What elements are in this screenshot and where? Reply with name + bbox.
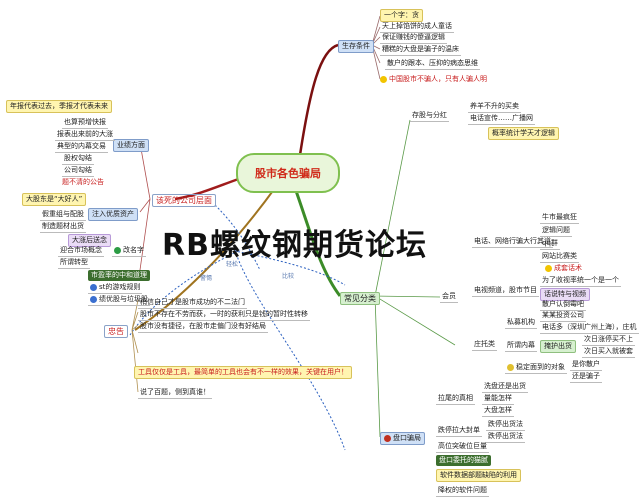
survival-item: 糟糕的大盘是骗子的温床 <box>380 45 461 56</box>
member-item: 牛市最疯狂 <box>540 213 579 224</box>
tv-item: 散户认倒霉吧 <box>540 300 586 311</box>
dotted-link-1 <box>214 204 261 271</box>
zhuang-item: 所谓内幕 <box>505 341 537 352</box>
connector-advice <box>134 187 276 331</box>
disk-item: 拉尾的真相 <box>436 394 475 405</box>
disk-item: 软件数据部题缺陷的利用 <box>436 469 521 482</box>
branch-common[interactable]: 常见分类 <box>340 292 380 305</box>
connector-survival <box>298 43 339 156</box>
zhuang-item: 还是骗子 <box>570 372 602 383</box>
inject-item: 假重组与配股 <box>40 210 86 221</box>
advice-item: 说了百题，侧到真谁！ <box>138 388 212 399</box>
sub-pattern[interactable]: 存股与分红 <box>410 111 449 122</box>
perf-item: 题不清的公告 <box>62 178 104 186</box>
listed-note: 年报代表过去，季报才代表未来 <box>6 100 112 113</box>
zhuang-item: 是你散户 <box>570 360 602 371</box>
disk-item: 降权的软件问题 <box>436 486 489 497</box>
branch-advice[interactable]: 忠告 <box>104 325 128 338</box>
survival-item: 散户的跟本、压抑的病态思维 <box>385 59 480 70</box>
bottom-item: 绩优股与垃圾股 <box>88 295 150 306</box>
perf-item: 报表出来前的大涨 <box>55 130 115 141</box>
disk-item: 高位突破位巨量 <box>436 442 489 453</box>
disk-item: 盘口委托的猫腻 <box>436 455 491 466</box>
zhuang-item: 某某投资公司 <box>540 311 586 322</box>
bullet-icon <box>90 295 97 303</box>
disk-item: 跌停拉大封单 <box>436 426 482 437</box>
link-label: 轻松 <box>226 261 239 268</box>
link-label: 比较 <box>282 273 295 280</box>
watermark-title: RB螺纹钢期货论坛 <box>162 228 427 263</box>
inject-item: 迎合市场概念 <box>58 246 104 257</box>
advice-item: 股市没有捷径，在股市走偏门没有好结局 <box>138 322 268 333</box>
zhuang-item: 掩护出货 <box>540 340 576 353</box>
tv-item: 话说特与视频 <box>540 288 590 301</box>
dotted-link-3 <box>234 249 346 451</box>
link-label: 警惕 <box>200 275 213 282</box>
sub-zhuang[interactable]: 庄托类 <box>472 340 497 351</box>
advice-item: 股市不存在不劳而获，一时的获利只是钱的暂时性转移 <box>138 310 310 321</box>
star-icon <box>545 264 552 272</box>
member-item: qq群 <box>540 239 560 250</box>
pattern-item: 电话宣传……广播网 <box>468 114 535 125</box>
member-item: 电话、网络行骗大行其道 <box>472 237 553 248</box>
zhuang-item: 稳定面到的对象 <box>505 363 567 374</box>
zhuang-item: 次日买入就被套 <box>582 347 635 358</box>
sub-member[interactable]: 会员 <box>440 292 458 303</box>
advice-item: 工具仅仅是工具，最简单的工具也会有不一样的效果，关键在用户！ <box>134 366 352 379</box>
disk-item: 量能怎样 <box>482 394 514 405</box>
sub-reform: 改名字 <box>112 246 146 257</box>
zhuang-item: 次日涨停买不上 <box>582 335 635 346</box>
pattern-item: 概率统计学天才逻辑 <box>488 127 559 140</box>
pattern-item: 养羊不升的买卖 <box>468 102 521 113</box>
survival-item: 中国股市不骗人，只有人骗人明 <box>380 75 487 84</box>
inject-item: 所谓转型 <box>58 258 90 269</box>
disk-item: 洗盘还是出货 <box>482 382 528 393</box>
member-item: 逻辑问题 <box>540 226 572 237</box>
inject-item: 制造题材出货 <box>40 222 86 233</box>
survival-item: 保证赚钱的傻逼逻辑 <box>380 33 447 44</box>
zhuang-item: 私募机构 <box>505 318 537 329</box>
survival-item: 一个字：贪 <box>380 9 423 22</box>
branch-listed[interactable]: 该死的公司层面 <box>152 194 216 207</box>
bullet-icon <box>90 283 97 291</box>
disk-item: 大盘怎样 <box>482 406 514 417</box>
bulb-icon <box>507 363 514 371</box>
inject-note: 大股东是“大好人” <box>22 193 87 206</box>
perf-item: 公司勾结 <box>62 166 94 177</box>
inject-item: 大涨后送念 <box>68 234 111 247</box>
sub-performance[interactable]: 业绩方面 <box>113 139 149 152</box>
circle-icon <box>114 246 121 254</box>
advice-item: 稍信自己才是股市成功的不二法门 <box>138 298 247 309</box>
tv-item: 为了收视率统一个是一个 <box>540 276 621 287</box>
central-topic[interactable]: 股市各色骗局 <box>236 153 340 193</box>
member-item: 成套话术 <box>545 264 582 273</box>
branch-survival[interactable]: 生存条件 <box>338 40 374 53</box>
flag-icon <box>384 434 391 442</box>
disk-item: 跌停出货法 <box>486 420 525 431</box>
sub-disk[interactable]: 盘口骗局 <box>380 432 425 445</box>
zhuang-item: 电话多（深圳广州上海），庄机 <box>540 323 639 334</box>
sub-inject[interactable]: 注入优质资产 <box>88 208 138 221</box>
dotted-link-2 <box>229 249 346 286</box>
disk-item: 跌停出货法 <box>486 432 525 443</box>
dotted-link-4 <box>129 249 241 336</box>
bottom-item: 市盈率的中和道理 <box>88 270 150 281</box>
survival-item: 天上掉馅饼的成人童话 <box>380 22 454 33</box>
smiley-icon <box>380 75 387 83</box>
connector-common <box>293 187 342 297</box>
member-item: 网站比赛类 <box>540 252 579 263</box>
perf-item: 也算预增快报 <box>62 118 108 129</box>
perf-item: 股权勾结 <box>62 154 94 165</box>
bottom-item: st的游戏规则 <box>88 283 143 294</box>
perf-item: 典型的内幕交易 <box>55 142 108 153</box>
tv-item: 电视频道，股市节目 <box>472 286 539 297</box>
